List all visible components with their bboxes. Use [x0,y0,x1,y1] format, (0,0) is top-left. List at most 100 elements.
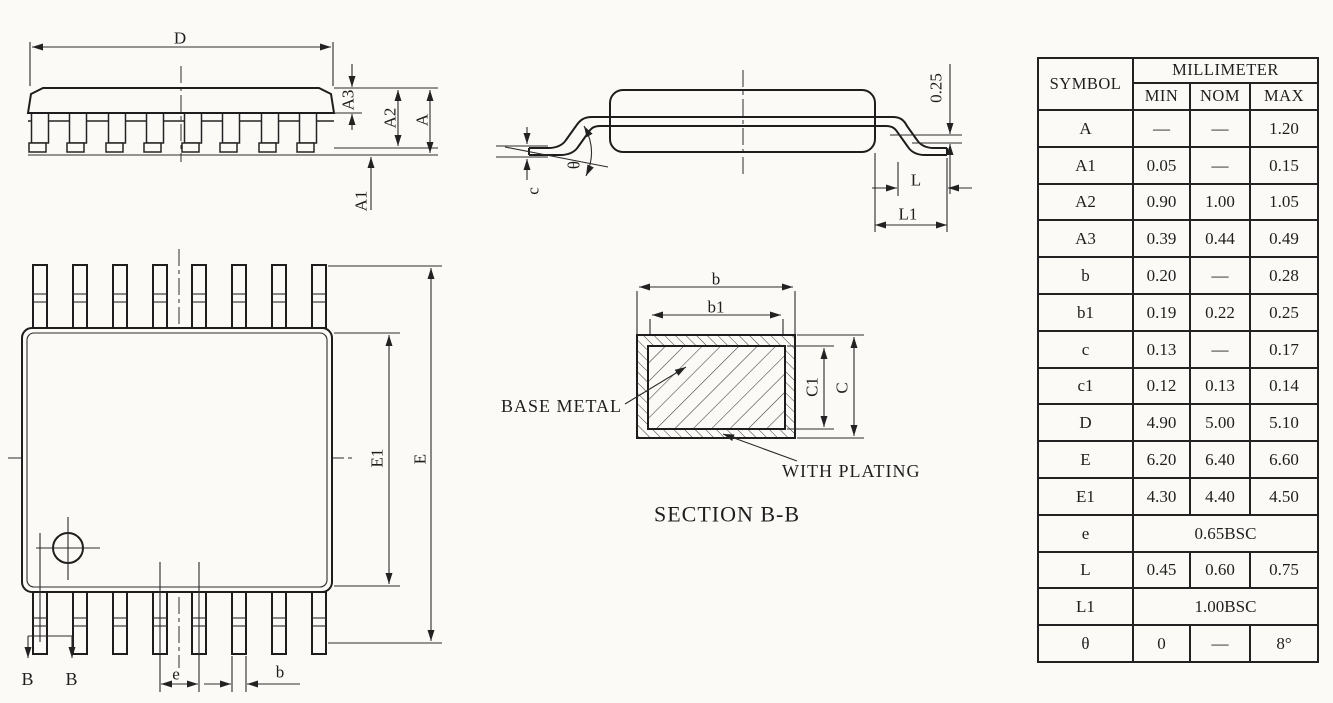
unit-header: MILLIMETER [1132,57,1319,84]
dim-label-l1: L1 [899,205,918,224]
span-value-cell: 0.65BSC [1132,513,1319,553]
min-cell: 0.45 [1132,550,1191,590]
min-cell: 0.90 [1132,182,1191,222]
table-row: L1 1.00BSC [1037,587,1319,627]
max-cell: 0.75 [1249,550,1319,590]
symbol-cell: c [1037,329,1134,369]
nom-cell: — [1189,329,1251,369]
symbol-cell: L [1037,550,1134,590]
symbol-cell: b [1037,256,1134,295]
dim-label-a3: A3 [339,90,358,111]
symbol-cell: E [1037,440,1134,479]
dim-label-c-section: C [833,382,852,393]
table-row: A2 0.90 1.00 1.05 [1037,182,1319,222]
nom-cell: 0.44 [1189,219,1251,259]
nom-cell: 5.00 [1189,403,1251,443]
table-row: D 4.90 5.00 5.10 [1037,403,1319,443]
section-mark-b-left: B [21,669,34,689]
nom-cell: 6.40 [1189,440,1251,479]
nom-cell: 1.00 [1189,182,1251,222]
table-row: b 0.20 — 0.28 [1037,256,1319,295]
nom-cell: — [1189,624,1251,663]
min-header: MIN [1132,82,1191,111]
base-metal-label: BASE METAL [501,396,622,416]
nom-header: NOM [1189,82,1251,111]
symbol-cell: c1 [1037,366,1134,406]
min-cell: 0.13 [1132,329,1191,369]
max-header: MAX [1249,82,1319,111]
dim-label-standoff: 0.25 [927,73,946,103]
nom-cell: — [1189,145,1251,185]
nom-cell: 0.60 [1189,550,1251,590]
max-cell: 1.05 [1249,182,1319,222]
min-cell: 0.19 [1132,292,1191,332]
min-cell: 4.30 [1132,476,1191,516]
max-cell: 0.49 [1249,219,1319,259]
dim-label-c: c [524,187,543,195]
table-row: E 6.20 6.40 6.60 [1037,440,1319,479]
nom-cell: — [1189,256,1251,295]
symbol-cell: b1 [1037,292,1134,332]
min-cell: 0.39 [1132,219,1191,259]
symbol-header: SYMBOL [1037,57,1134,111]
symbol-cell: D [1037,403,1134,443]
dimension-table: SYMBOL MILLIMETER MIN NOM MAX A — — 1.20… [1037,57,1319,663]
with-plating-label: WITH PLATING [782,461,920,481]
min-cell: 0.12 [1132,366,1191,406]
table-header-row: SYMBOL MILLIMETER [1037,57,1319,111]
max-cell: 0.17 [1249,329,1319,369]
max-cell: 0.28 [1249,256,1319,295]
symbol-cell: E1 [1037,476,1134,516]
dim-label-l: L [911,171,921,190]
nom-cell: 0.13 [1189,366,1251,406]
max-cell: 8° [1249,624,1319,663]
dim-label-theta: θ [565,161,584,169]
section-view: b b1 C1 C BASE METAL WITH PLATING SECTIO… [501,270,920,527]
nom-cell: — [1189,109,1251,148]
min-cell: 0.20 [1132,256,1191,295]
table-row: A3 0.39 0.44 0.49 [1037,219,1319,259]
table-row: b1 0.19 0.22 0.25 [1037,292,1319,332]
table-row: e 0.65BSC [1037,513,1319,553]
symbol-cell: A [1037,109,1134,148]
table-row: L 0.45 0.60 0.75 [1037,550,1319,590]
table-row: A1 0.05 — 0.15 [1037,145,1319,185]
symbol-cell: θ [1037,624,1134,663]
top-view: E1 E B B e b [8,249,442,692]
dim-label-a2: A2 [381,108,400,129]
dim-label-c1: C1 [803,377,822,397]
symbol-cell: A3 [1037,219,1134,259]
dim-label-pitch: e [172,665,180,684]
dim-label-e-overall: E [411,454,430,464]
symbol-cell: e [1037,513,1134,553]
table-row: c1 0.12 0.13 0.14 [1037,366,1319,406]
dim-label-d: D [174,29,186,48]
symbol-cell: A2 [1037,182,1134,222]
front-view: D A3 A2 A A1 [26,29,438,212]
table-row: θ 0 — 8° [1037,624,1319,663]
dim-label-b-section: b [712,270,721,289]
span-value-cell: 1.00BSC [1132,587,1319,627]
dim-label-a: A [413,113,432,126]
symbol-cell: L1 [1037,587,1134,627]
max-cell: 0.25 [1249,292,1319,332]
max-cell: 5.10 [1249,403,1319,443]
max-cell: 4.50 [1249,476,1319,516]
max-cell: 6.60 [1249,440,1319,479]
section-caption: SECTION B-B [654,502,800,527]
min-cell: 4.90 [1132,403,1191,443]
min-cell: 6.20 [1132,440,1191,479]
symbol-cell: A1 [1037,145,1134,185]
min-cell: 0.05 [1132,145,1191,185]
table-row: A — — 1.20 [1037,109,1319,148]
max-cell: 0.14 [1249,366,1319,406]
dim-label-a1: A1 [352,191,371,212]
side-view: θ c 0.25 L L1 [496,64,972,232]
min-cell: 0 [1132,624,1191,663]
table-row: c 0.13 — 0.17 [1037,329,1319,369]
min-cell: — [1132,109,1191,148]
nom-cell: 4.40 [1189,476,1251,516]
max-cell: 0.15 [1249,145,1319,185]
